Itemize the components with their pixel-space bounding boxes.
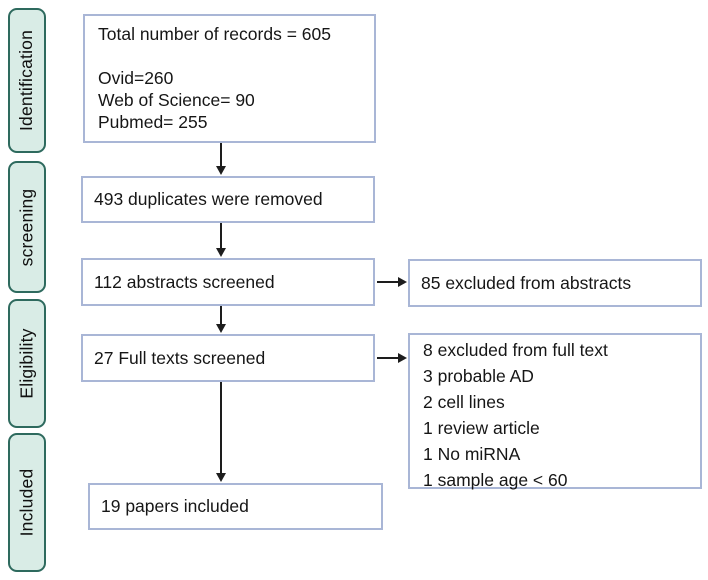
arrow-right-icon-fulltexts-to-excluded	[377, 352, 407, 363]
fulltext-excluded-line: 8 excluded from full text	[423, 340, 608, 360]
records-ovid-line: Ovid=260	[98, 68, 174, 88]
stage-screening: screening	[8, 161, 46, 293]
stage-identification-label: Identification	[16, 29, 37, 132]
stage-included: Included	[8, 433, 46, 572]
fulltexts-screened-text: 27 Full texts screened	[94, 347, 266, 368]
stage-identification: Identification	[8, 8, 46, 153]
stage-eligibility-label: Eligibility	[16, 328, 37, 399]
arrow-down-icon-fulltexts-to-included	[215, 382, 226, 482]
records-total-box: Total number of records = 605 Ovid=260 W…	[83, 14, 376, 143]
records-total-line: Total number of records = 605	[98, 24, 331, 44]
arrow-down-icon-duplicates-to-abstracts	[215, 223, 226, 257]
fulltexts-screened-box: 27 Full texts screened	[81, 334, 375, 382]
arrow-down-icon-records-to-duplicates	[215, 143, 226, 175]
abstracts-excluded-text: 85 excluded from abstracts	[421, 272, 632, 293]
records-wos-line: Web of Science= 90	[98, 90, 255, 110]
arrow-right-icon-abstracts-to-excluded	[377, 276, 407, 287]
abstracts-excluded-box: 85 excluded from abstracts	[408, 259, 702, 307]
records-pubmed-line: Pubmed= 255	[98, 112, 208, 132]
duplicates-removed-box: 493 duplicates were removed	[81, 176, 375, 223]
papers-included-text: 19 papers included	[101, 496, 249, 516]
abstracts-screened-box: 112 abstracts screened	[81, 258, 375, 306]
records-blank-line	[98, 45, 374, 67]
stage-included-label: Included	[16, 468, 37, 537]
fulltext-excluded-line: 1 sample age < 60	[423, 470, 568, 490]
abstracts-screened-text: 112 abstracts screened	[94, 271, 275, 292]
arrow-down-icon-abstracts-to-fulltexts	[215, 306, 226, 333]
duplicates-removed-text: 493 duplicates were removed	[94, 189, 323, 209]
fulltext-excluded-line: 1 No miRNA	[423, 444, 521, 464]
fulltext-excluded-line: 1 review article	[423, 418, 540, 438]
fulltext-excluded-line: 2 cell lines	[423, 392, 505, 412]
papers-included-box: 19 papers included	[88, 483, 383, 530]
fulltext-excluded-line: 3 probable AD	[423, 366, 534, 386]
stage-eligibility: Eligibility	[8, 299, 46, 428]
stage-screening-label: screening	[16, 188, 37, 266]
fulltext-excluded-box: 8 excluded from full text 3 probable AD …	[408, 333, 702, 490]
